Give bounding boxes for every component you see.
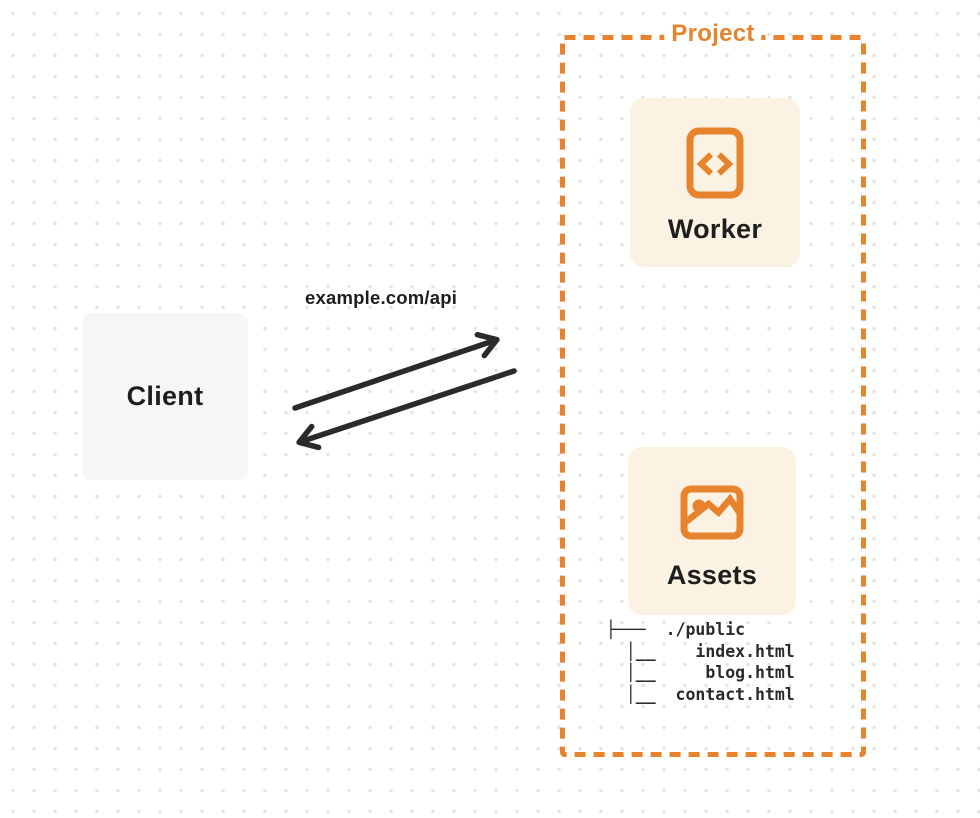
code-file-icon xyxy=(686,127,744,199)
client-node-label: Client xyxy=(126,381,204,411)
client-node: Client xyxy=(82,313,248,480)
response-arrow xyxy=(296,368,517,451)
file-tree-file-line: │__ index.html xyxy=(606,641,795,661)
assets-file-tree: ├─── ./public │__ index.html │__ blog.ht… xyxy=(606,619,795,705)
request-arrow xyxy=(292,331,500,411)
file-tree-file-line: │__ blog.html xyxy=(606,663,795,682)
request-url-label: example.com/api xyxy=(305,287,458,308)
project-title: Project xyxy=(664,20,762,48)
project-boundary: Worker Assets ├─── ./public │__ index.ht… xyxy=(560,35,866,757)
assets-node: Assets xyxy=(628,447,796,615)
image-icon xyxy=(680,485,744,540)
file-tree-file-line: │__ contact.html xyxy=(606,684,795,704)
file-tree-root-line: ├─── ./public xyxy=(606,620,746,639)
worker-node: Worker xyxy=(630,98,800,267)
assets-node-label: Assets xyxy=(666,560,758,590)
worker-node-label: Worker xyxy=(667,214,763,244)
